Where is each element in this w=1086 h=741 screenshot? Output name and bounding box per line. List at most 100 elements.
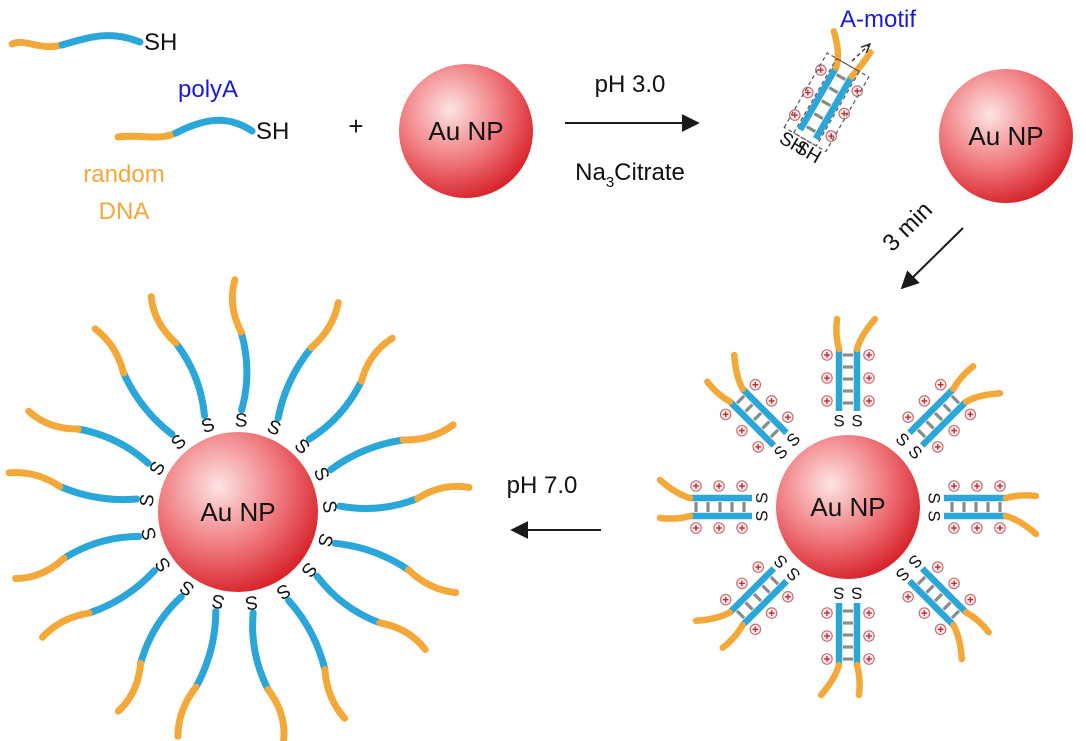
sodium-ion-icon [964, 593, 977, 606]
sodium-ion-icon [765, 395, 778, 407]
sodium-ion-icon [690, 522, 702, 534]
random-dna-segment [147, 293, 180, 347]
sodium-ion-icon [782, 591, 794, 603]
sodium-ion-icon [821, 395, 833, 407]
base-pair-bridge [950, 609, 961, 620]
sodium-ion-icon [948, 577, 960, 590]
sulfur-label: S [851, 412, 862, 431]
random-dna-segment [1002, 512, 1040, 538]
polya-segment [336, 495, 421, 513]
random-dna-segment [950, 363, 977, 393]
base-pair-bridge [942, 403, 952, 413]
base-pair-bridge [735, 609, 746, 620]
sulfur-label: S [309, 464, 333, 484]
sodium-ion-icon [994, 522, 1006, 534]
sulfur-label: S [925, 492, 944, 503]
a-motif-duplex-icon: SS [656, 476, 772, 534]
plus-sign: + [348, 111, 363, 141]
sodium-ion-icon [802, 86, 814, 99]
polya-segment [919, 399, 969, 448]
polya-segment [919, 566, 969, 615]
polya-segment [727, 566, 777, 615]
random-dna-segment [91, 325, 128, 377]
base-pair-bridge [769, 428, 780, 439]
base-pair-bridge [925, 584, 935, 594]
sodium-ion-icon [863, 372, 875, 384]
random-dna-segment [264, 686, 288, 741]
sodium-ion-icon [863, 607, 875, 619]
base-pair-bridge [769, 575, 780, 586]
sulfur-label: S [244, 591, 260, 614]
sulfur-label: S [753, 492, 772, 503]
ph3-label: pH 3.0 [595, 71, 666, 98]
sulfur-label: S [138, 525, 161, 542]
sodium-ion-icon [719, 593, 732, 606]
polya-segment [237, 328, 251, 414]
random-dna-segment [114, 659, 145, 715]
polya-segment [812, 74, 855, 141]
amotif-label: A-motif [840, 6, 916, 33]
dna-strand-icon [114, 593, 185, 715]
base-pair-bridge [925, 420, 935, 430]
sodium-ion-icon [932, 441, 944, 453]
polya-segment [907, 386, 956, 436]
random-dna-segment [730, 351, 746, 393]
random-dna-segment [853, 661, 863, 699]
dna-strand-icon [331, 539, 460, 597]
random-dna-segment [307, 299, 342, 352]
dna-strand-icon [327, 421, 457, 474]
dna-strand-icon [249, 609, 288, 741]
a-motif-duplex-icon: SS [892, 551, 992, 663]
base-pair-bridge [805, 125, 817, 133]
polya-segment [56, 482, 141, 504]
dna-strand-icon [91, 325, 176, 438]
polya-segment [137, 593, 185, 667]
sodium-ion-icon [863, 395, 875, 407]
random-dna-segment [962, 389, 1004, 405]
sulfur-label: S [137, 493, 159, 508]
random-dna-segment [830, 28, 842, 71]
base-pair-bridge [820, 99, 832, 107]
random-dna-segment [833, 315, 843, 353]
random-dna-segment [399, 421, 457, 444]
polya-segment [120, 369, 176, 438]
random-dna-segment [656, 476, 694, 502]
random-dna-segment [704, 378, 734, 405]
a-motif-duplex-icon: SS [704, 351, 804, 463]
sodium-ion-icon [752, 441, 764, 453]
random-dna-segment [114, 129, 180, 141]
random-dna-segment [853, 315, 879, 353]
random-dna-segment [692, 609, 734, 625]
a-motif-duplex-icon: SS [817, 584, 875, 699]
sodium-ion-icon [934, 378, 947, 391]
random-dna-segment [962, 609, 992, 636]
sodium-ion-icon [749, 623, 762, 636]
random-dna-segment [8, 38, 66, 51]
base-pair-bridge [752, 411, 763, 422]
sulfur-label: S [199, 414, 218, 438]
random-dna-segment [817, 661, 843, 699]
sodium-ion-icon [971, 522, 983, 534]
sulfur-label: S [851, 584, 862, 603]
sulfur-label: S [234, 410, 247, 431]
random-dna-segment [656, 512, 694, 522]
sodium-ion-icon [713, 522, 725, 534]
sodium-ion-icon [918, 395, 931, 407]
polya-label: polyA [178, 76, 238, 103]
citrate-label: Na3Citrate [575, 159, 685, 191]
sodium-ion-icon [948, 480, 960, 492]
gold-nanoparticle-icon: Au NP [939, 69, 1073, 203]
base-pair-bridge [813, 112, 824, 120]
random-dna-segment [404, 566, 460, 597]
np-label: Au NP [968, 121, 1043, 151]
base-pair-bridge [828, 86, 839, 94]
dna-strand-icon [25, 407, 152, 467]
random-dna-segment [39, 609, 93, 641]
sodium-ion-icon [902, 591, 914, 603]
random-dna-segment [228, 276, 245, 336]
dna-strand-icon [285, 597, 349, 722]
base-pair-bridge [933, 411, 944, 422]
